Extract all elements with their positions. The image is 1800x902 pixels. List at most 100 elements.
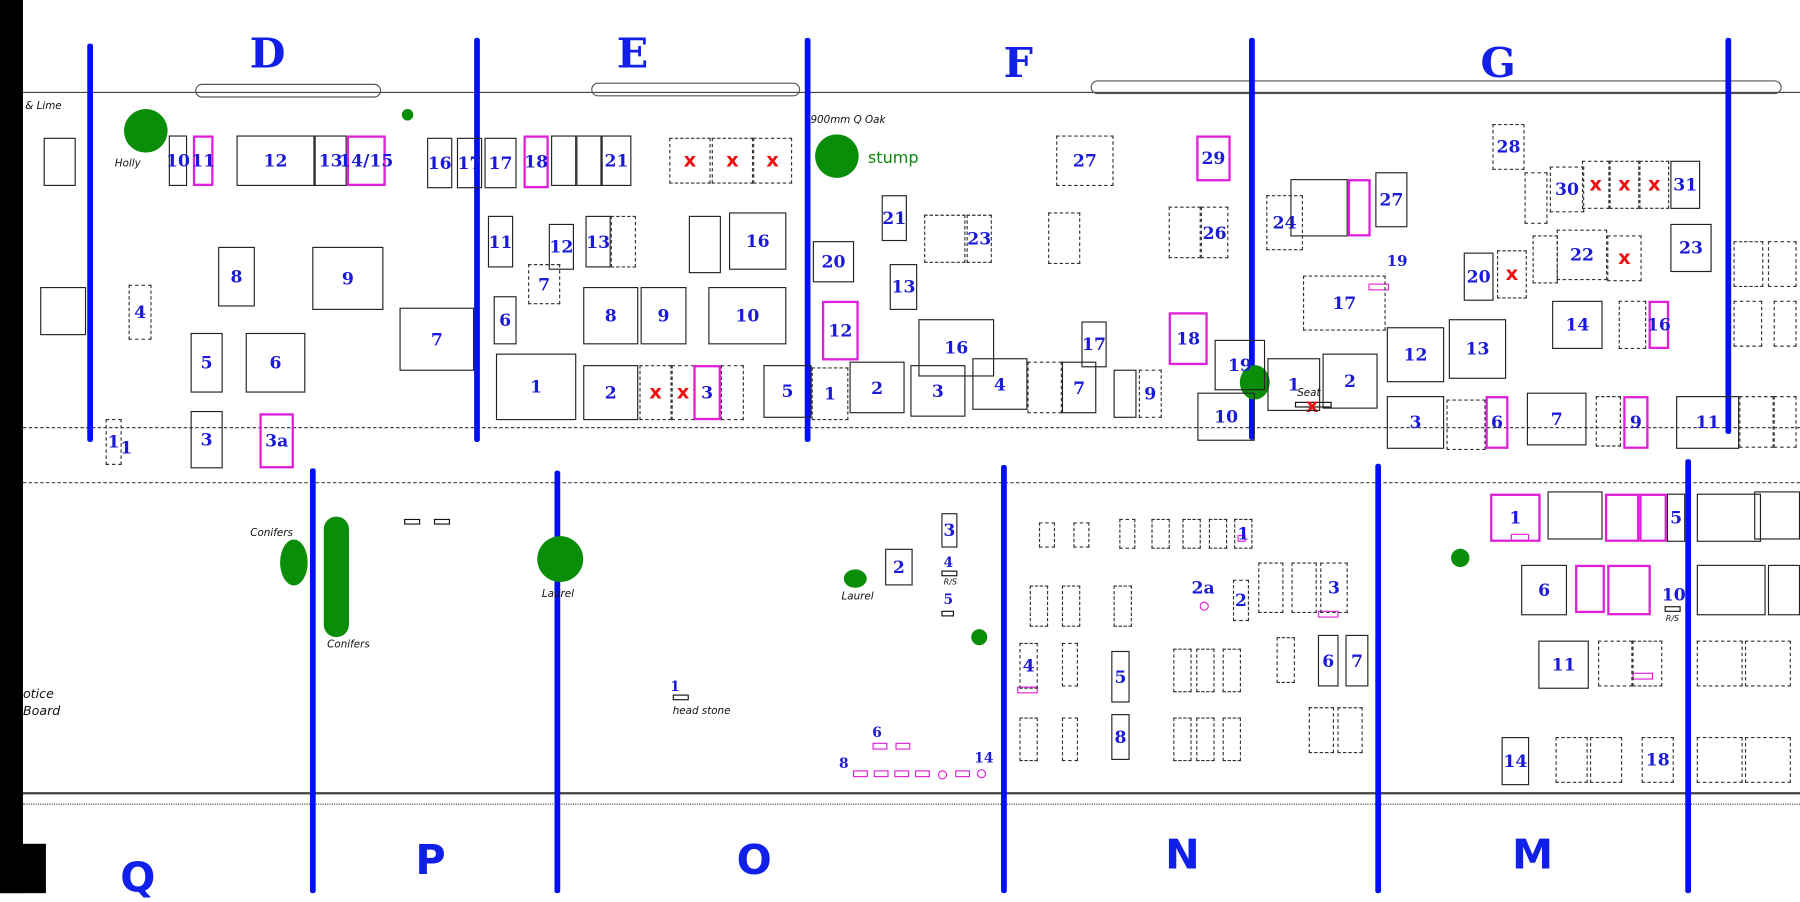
plot[interactable]: 5 xyxy=(1111,650,1130,703)
plot-removed[interactable]: x xyxy=(1639,160,1670,209)
plot-marked[interactable] xyxy=(1575,564,1605,614)
plot[interactable]: 3 xyxy=(910,365,966,417)
plot[interactable]: 1 xyxy=(105,419,122,465)
plot[interactable]: 27 xyxy=(1056,135,1114,186)
plot[interactable]: 21 xyxy=(881,195,907,242)
plot[interactable] xyxy=(1208,518,1228,549)
plot[interactable]: 7 xyxy=(399,307,475,371)
plot[interactable]: 9 xyxy=(312,246,384,310)
plot[interactable]: 20 xyxy=(812,241,855,283)
plot[interactable]: 6 xyxy=(1317,634,1339,687)
plot[interactable]: 9 xyxy=(1138,369,1162,418)
plot[interactable]: 5 xyxy=(190,332,223,393)
plot-marked[interactable]: 3a xyxy=(259,413,294,469)
plot[interactable]: 7 xyxy=(1526,392,1587,446)
plot[interactable]: 4 xyxy=(128,284,152,340)
plot-removed[interactable]: x xyxy=(1581,160,1610,209)
plot[interactable] xyxy=(1598,640,1633,687)
plot[interactable]: 19 xyxy=(1214,339,1266,391)
plot[interactable]: 12 xyxy=(236,135,315,186)
plot[interactable]: 13 xyxy=(314,135,347,186)
plot[interactable]: 14 xyxy=(1552,300,1603,349)
plot[interactable]: 7 xyxy=(1345,634,1369,687)
plot-removed[interactable]: x xyxy=(753,137,793,184)
plot-marked[interactable]: 16 xyxy=(1647,300,1671,349)
plot-removed[interactable]: x xyxy=(671,365,695,421)
plot[interactable]: 23 xyxy=(966,214,992,263)
plot[interactable]: 6 xyxy=(245,332,306,393)
plot[interactable] xyxy=(1182,518,1201,549)
plot[interactable]: 16 xyxy=(918,319,995,377)
plot[interactable] xyxy=(1173,717,1192,762)
plot-marked[interactable]: 9 xyxy=(1623,396,1649,449)
plot[interactable] xyxy=(1547,491,1603,540)
plot[interactable] xyxy=(1739,396,1774,448)
plot[interactable] xyxy=(551,135,577,186)
plot-removed[interactable]: x xyxy=(1609,160,1640,209)
plot[interactable]: 3 xyxy=(1320,562,1348,614)
plot[interactable] xyxy=(1061,585,1081,627)
plot[interactable] xyxy=(1733,241,1764,287)
plot[interactable]: 10 xyxy=(166,135,190,186)
plot-marked[interactable]: 18 xyxy=(1168,312,1208,366)
plot[interactable]: 5 xyxy=(1666,493,1686,542)
plot[interactable]: 1 xyxy=(1267,358,1321,411)
plot[interactable]: 16 xyxy=(728,212,787,270)
plot[interactable]: 9 xyxy=(640,287,687,345)
plot[interactable] xyxy=(1632,640,1663,687)
plot[interactable]: 13 xyxy=(889,264,918,310)
plot[interactable] xyxy=(1524,172,1548,224)
plot[interactable]: 14 xyxy=(1501,737,1530,786)
plot[interactable]: 8 xyxy=(1111,714,1130,760)
plot[interactable] xyxy=(40,287,87,336)
plot[interactable] xyxy=(1113,585,1132,627)
plot[interactable] xyxy=(1773,396,1797,448)
plot-removed[interactable]: x xyxy=(1607,235,1642,282)
plot[interactable] xyxy=(1618,300,1647,349)
plot[interactable] xyxy=(1696,737,1743,783)
plot[interactable] xyxy=(720,365,744,421)
plot[interactable] xyxy=(1696,493,1762,542)
plot[interactable] xyxy=(1291,562,1317,614)
plot[interactable] xyxy=(924,214,966,263)
plot-marked[interactable] xyxy=(1607,564,1651,616)
plot[interactable] xyxy=(1019,717,1038,762)
plot-marked[interactable]: 12 xyxy=(821,300,859,361)
plot[interactable]: 11 xyxy=(1676,396,1740,449)
plot[interactable] xyxy=(1308,707,1334,754)
plot[interactable]: 13 xyxy=(585,215,611,268)
plot[interactable] xyxy=(1222,717,1241,762)
plot[interactable]: 31 xyxy=(1670,160,1701,209)
plot[interactable] xyxy=(1744,737,1791,783)
plot[interactable] xyxy=(610,215,636,268)
plot[interactable]: 6 xyxy=(1521,564,1568,616)
plot-marked[interactable]: 29 xyxy=(1196,135,1231,182)
plot[interactable]: 7 xyxy=(1061,361,1097,414)
plot[interactable]: 1 xyxy=(1234,518,1253,549)
plot-marked[interactable]: 1 xyxy=(1490,493,1541,542)
plot[interactable]: 17 xyxy=(456,137,483,189)
plot[interactable]: 7 xyxy=(528,264,561,305)
plot[interactable]: 10 xyxy=(708,287,787,345)
plot[interactable]: 11 xyxy=(487,215,514,268)
plot[interactable]: 30 xyxy=(1549,166,1585,213)
plot[interactable]: 5 xyxy=(763,365,812,418)
plot[interactable] xyxy=(1696,564,1766,616)
plot[interactable] xyxy=(1258,562,1284,614)
plot[interactable]: 3 xyxy=(1386,396,1445,449)
plot[interactable] xyxy=(1029,585,1049,627)
plot-removed[interactable]: x xyxy=(639,365,672,421)
plot[interactable]: 3 xyxy=(190,410,223,469)
plot[interactable] xyxy=(1532,235,1558,284)
plot[interactable] xyxy=(576,135,602,186)
plot-marked[interactable]: 3 xyxy=(693,365,721,421)
plot[interactable] xyxy=(1151,518,1170,549)
plot[interactable] xyxy=(1744,640,1791,687)
plot-marked[interactable] xyxy=(1347,179,1371,237)
plot-marked[interactable] xyxy=(1604,493,1640,542)
plot[interactable]: 23 xyxy=(1670,223,1712,273)
plot-removed[interactable]: x xyxy=(1496,250,1527,299)
plot[interactable]: 2 xyxy=(1232,579,1250,622)
plot[interactable] xyxy=(1754,491,1800,540)
plot[interactable]: 2 xyxy=(849,361,905,414)
